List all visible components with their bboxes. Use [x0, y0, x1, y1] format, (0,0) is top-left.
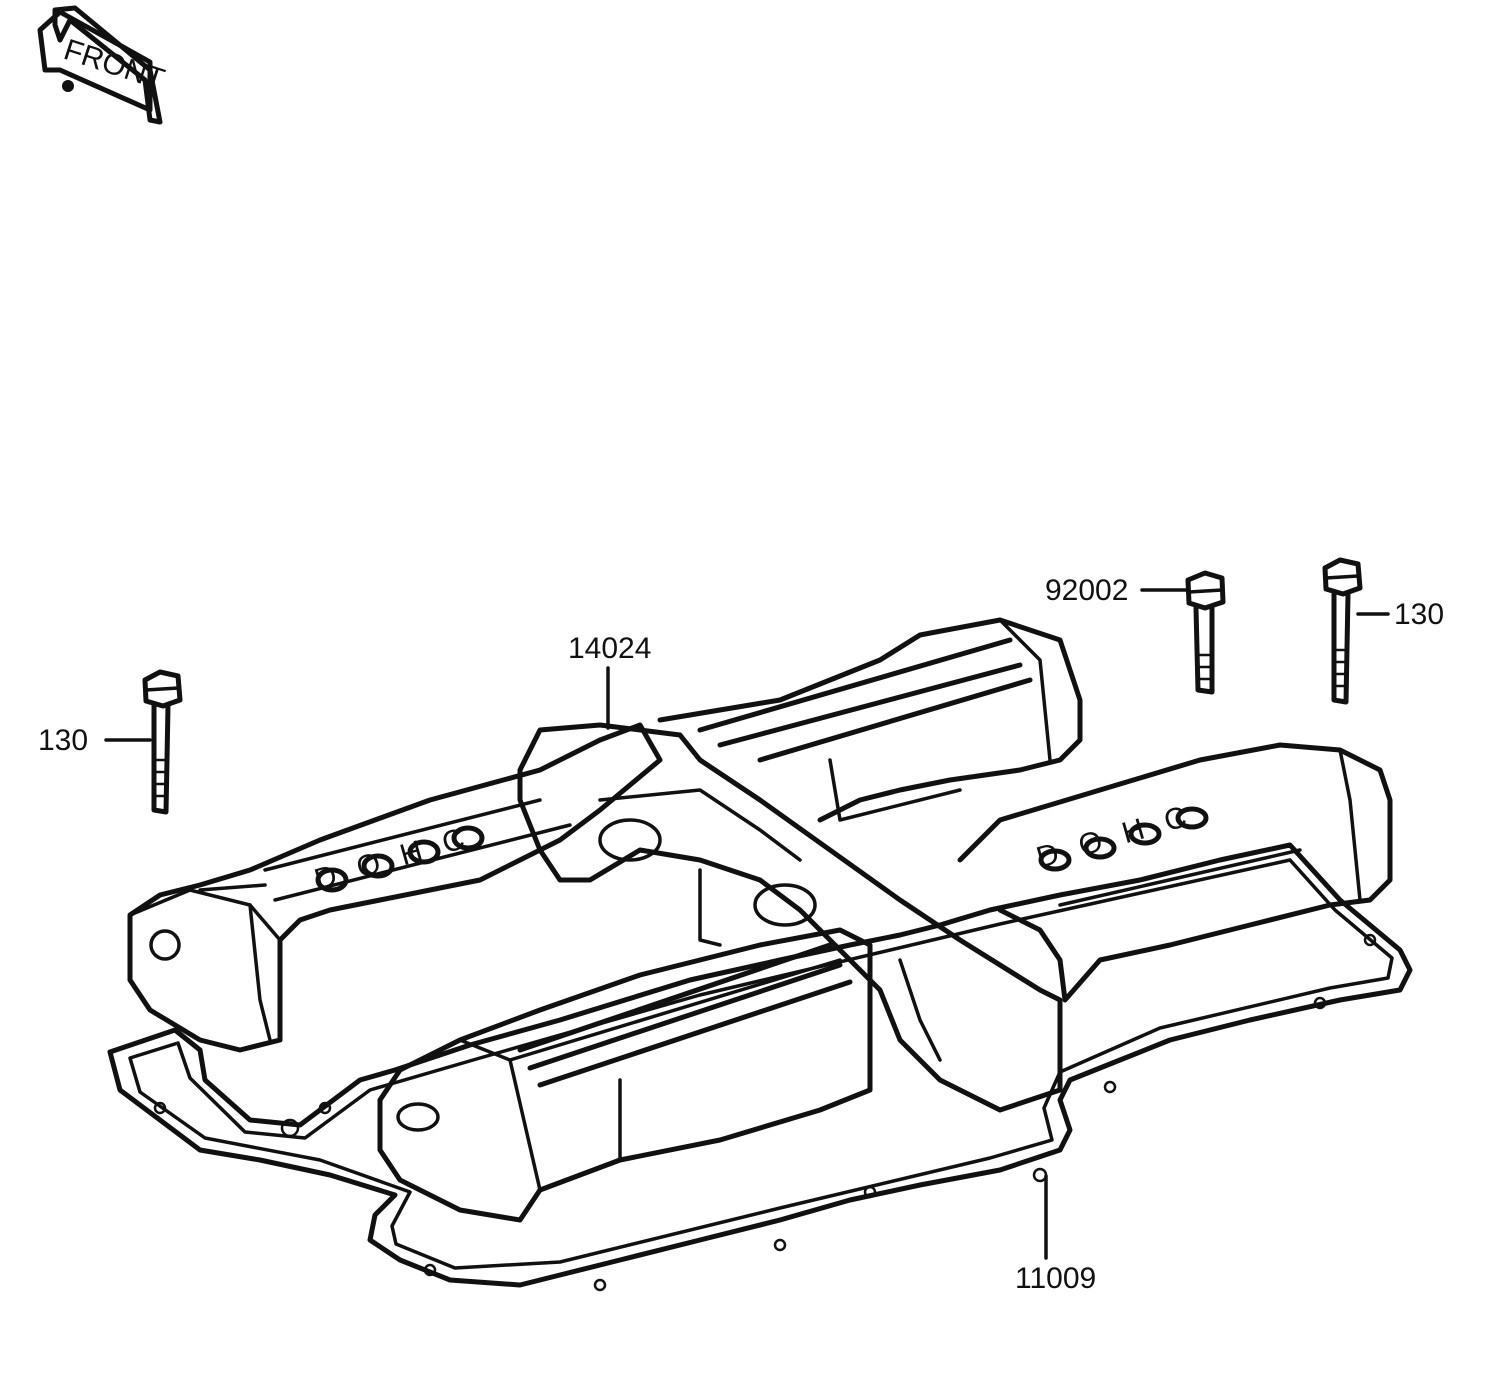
- short-bolt-92002: [1185, 570, 1226, 695]
- long-bolt-left: [142, 669, 183, 815]
- part-number-92002: 92002: [1045, 574, 1128, 607]
- cam-cover-left-front: [377, 927, 873, 1223]
- long-bolt-right: [1322, 557, 1363, 705]
- cam-cover-left-rear: DOHC: [127, 722, 663, 1053]
- part-number-130-left: 130: [38, 724, 88, 757]
- cam-cover-right-rear: [657, 617, 1083, 823]
- cover-marking-right: DOHC: [1033, 794, 1212, 874]
- center-cover-14024: [517, 722, 1063, 1113]
- gasket-bolt-holes: [153, 933, 1377, 1292]
- front-marker-dot: [62, 80, 74, 92]
- part-number-130-right: 130: [1394, 598, 1444, 631]
- gasket-11009: [107, 842, 1413, 1292]
- part-number-14024: 14024: [568, 632, 651, 665]
- part-number-11009: 11009: [1015, 1262, 1096, 1295]
- leader-lines: [104, 588, 1390, 1260]
- front-direction-marker: FRONT: [37, 5, 168, 125]
